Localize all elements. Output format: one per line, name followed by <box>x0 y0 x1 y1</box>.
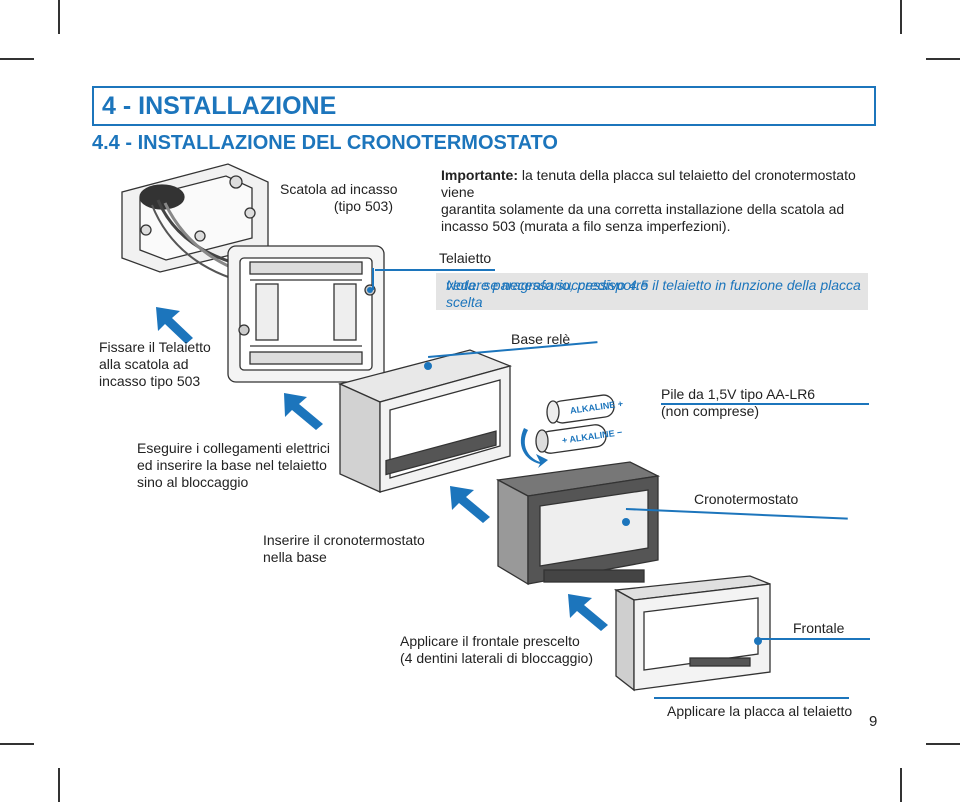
arrow-apply-front <box>568 594 608 631</box>
label-frontale: Frontale <box>793 620 845 636</box>
page-number: 9 <box>869 713 878 730</box>
crop-mark <box>926 58 960 60</box>
thermostat-drawing <box>495 461 661 586</box>
arrow-fix-frame <box>156 307 193 344</box>
label-telaietto: Telaietto <box>439 250 492 266</box>
crop-mark <box>58 768 60 802</box>
telaietto-leader-line <box>375 269 495 271</box>
crop-mark <box>926 743 960 745</box>
label-base-rele: Base relè <box>511 331 571 347</box>
subsection-title: 4.4 - INSTALLAZIONE DEL CRONOTERMOSTATO <box>92 132 558 154</box>
frame-drawing <box>227 245 385 383</box>
arrow-insert-thermostat <box>450 486 490 523</box>
crop-mark <box>0 58 34 60</box>
label-cronotermostato: Cronotermostato <box>694 491 799 507</box>
note-box: Nota: se necessario, predisporre il tela… <box>436 273 868 310</box>
label-applicare-placca: Applicare la placca al telaietto <box>667 703 853 719</box>
pile-leader-line <box>661 403 869 405</box>
frontale-leader-line <box>758 638 870 640</box>
front-plate-drawing <box>613 575 771 692</box>
label-scatola: Scatola ad incasso(tipo 503) <box>280 181 398 214</box>
importante-paragraph: Importante: la tenuta della placca sul t… <box>441 167 856 234</box>
arrow-batteries <box>520 428 548 468</box>
arrow-insert-base <box>284 393 323 430</box>
relay-base-drawing <box>338 349 513 494</box>
label-pile: Pile da 1,5V tipo AA-LR6(non comprese) <box>661 386 816 419</box>
placca-leader-line <box>654 697 849 699</box>
section-title-box: 4 - INSTALLAZIONE <box>92 86 876 126</box>
section-title: 4 - INSTALLAZIONE <box>102 92 337 120</box>
telaietto-leader-line <box>372 268 374 290</box>
crop-mark <box>58 0 60 34</box>
batteries-drawing: ALKALINE + + ALKALINE − <box>535 394 624 454</box>
crop-mark <box>0 743 34 745</box>
label-applicare-frontale: Applicare il frontale prescelto(4 dentin… <box>400 633 593 666</box>
crop-mark <box>900 768 902 802</box>
crop-mark <box>900 0 902 34</box>
